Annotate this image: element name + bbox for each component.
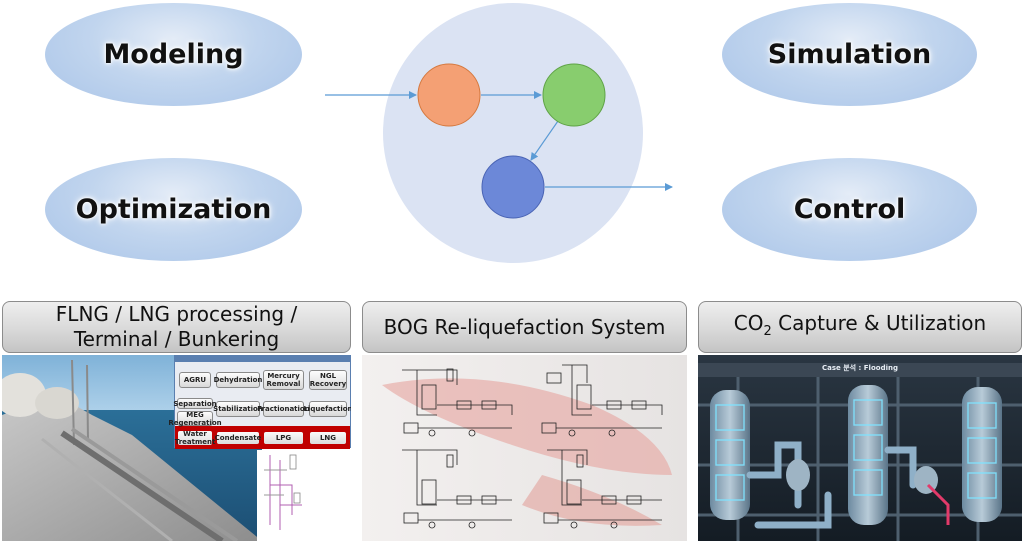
block-ngl-recovery: NGL Recovery	[309, 370, 347, 390]
block-agru: AGRU	[179, 372, 211, 388]
block-liquefaction: Liquefaction	[303, 401, 351, 417]
optimization-oval: Optimization	[45, 158, 302, 261]
co2-plant-scene	[698, 355, 1022, 541]
green-node	[542, 63, 606, 127]
process-flow-diagram	[325, 3, 673, 263]
block-condensate: Condensate	[215, 431, 261, 445]
block-fractionation: Fractionation	[257, 401, 310, 417]
case-analysis-label: Case 분석 : Flooding	[822, 364, 898, 372]
block-dehydration: Dehydration	[214, 372, 262, 388]
co2-tab-label: CO2 Capture & Utilization	[733, 310, 987, 339]
block-stabilization: Stabilization	[213, 401, 263, 417]
optimization-label: Optimization	[75, 194, 272, 225]
bog-panel-image	[362, 355, 687, 541]
modeling-oval: Modeling	[45, 3, 302, 106]
block-separation: Separation	[173, 398, 217, 409]
bog-tab-label: BOG Re-liquefaction System	[383, 314, 666, 339]
node2-to-node3-arrow	[530, 120, 559, 161]
block-meg-regeneration: MEG Regeneration	[168, 410, 222, 427]
co2-panel-image: Case 분석 : Flooding	[698, 355, 1022, 541]
flng-tab-line1: FLNG / LNG processing /	[55, 302, 298, 326]
flng-tab: FLNG / LNG processing / Terminal / Bunke…	[2, 301, 351, 353]
simulation-oval: Simulation	[722, 3, 977, 106]
blue-node	[481, 155, 545, 219]
process-background-circle	[383, 3, 643, 263]
orange-node	[417, 63, 481, 127]
block-mercury-removal: Mercury Removal	[263, 370, 304, 390]
modeling-label: Modeling	[103, 39, 244, 70]
control-oval: Control	[722, 158, 977, 261]
block-lpg: LPG	[263, 431, 304, 445]
block-lng: LNG	[309, 431, 347, 445]
flng-panel-image: AGRU Dehydration Mercury Removal NGL Rec…	[2, 355, 351, 541]
bog-tab: BOG Re-liquefaction System	[362, 301, 687, 353]
simulation-label: Simulation	[767, 39, 932, 70]
control-label: Control	[793, 194, 906, 225]
block-water-treatment: Water Treatment	[174, 430, 216, 446]
flng-block-diagram: AGRU Dehydration Mercury Removal NGL Rec…	[168, 355, 351, 449]
bog-process-schematic	[362, 355, 687, 541]
flng-tab-line2: Terminal / Bunkering	[73, 327, 280, 351]
co2-tab: CO2 Capture & Utilization	[698, 301, 1022, 353]
